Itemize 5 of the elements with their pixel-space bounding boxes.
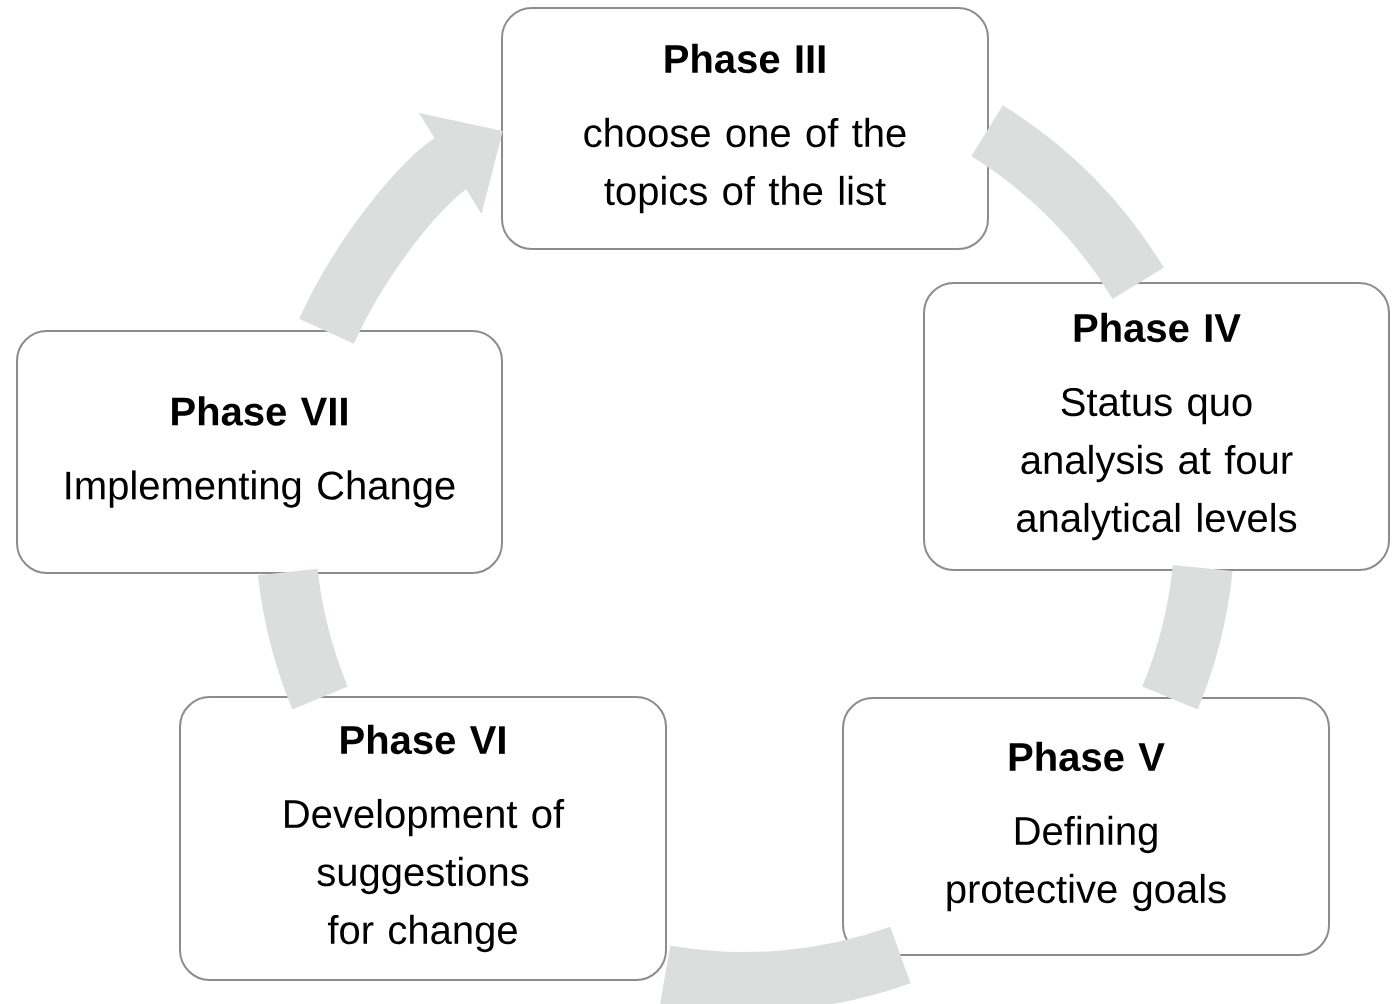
phase-box: Phase VI Development of suggestions for change — [179, 696, 667, 981]
phase-box: Phase V Defining protective goals — [842, 697, 1330, 956]
phase-box: Phase VII Implementing Change — [16, 330, 503, 574]
phase-box: Phase IV Status quo analysis at four analytical levels — [923, 282, 1390, 571]
phase-box: Phase III choose one of the topics of the list — [501, 7, 989, 250]
